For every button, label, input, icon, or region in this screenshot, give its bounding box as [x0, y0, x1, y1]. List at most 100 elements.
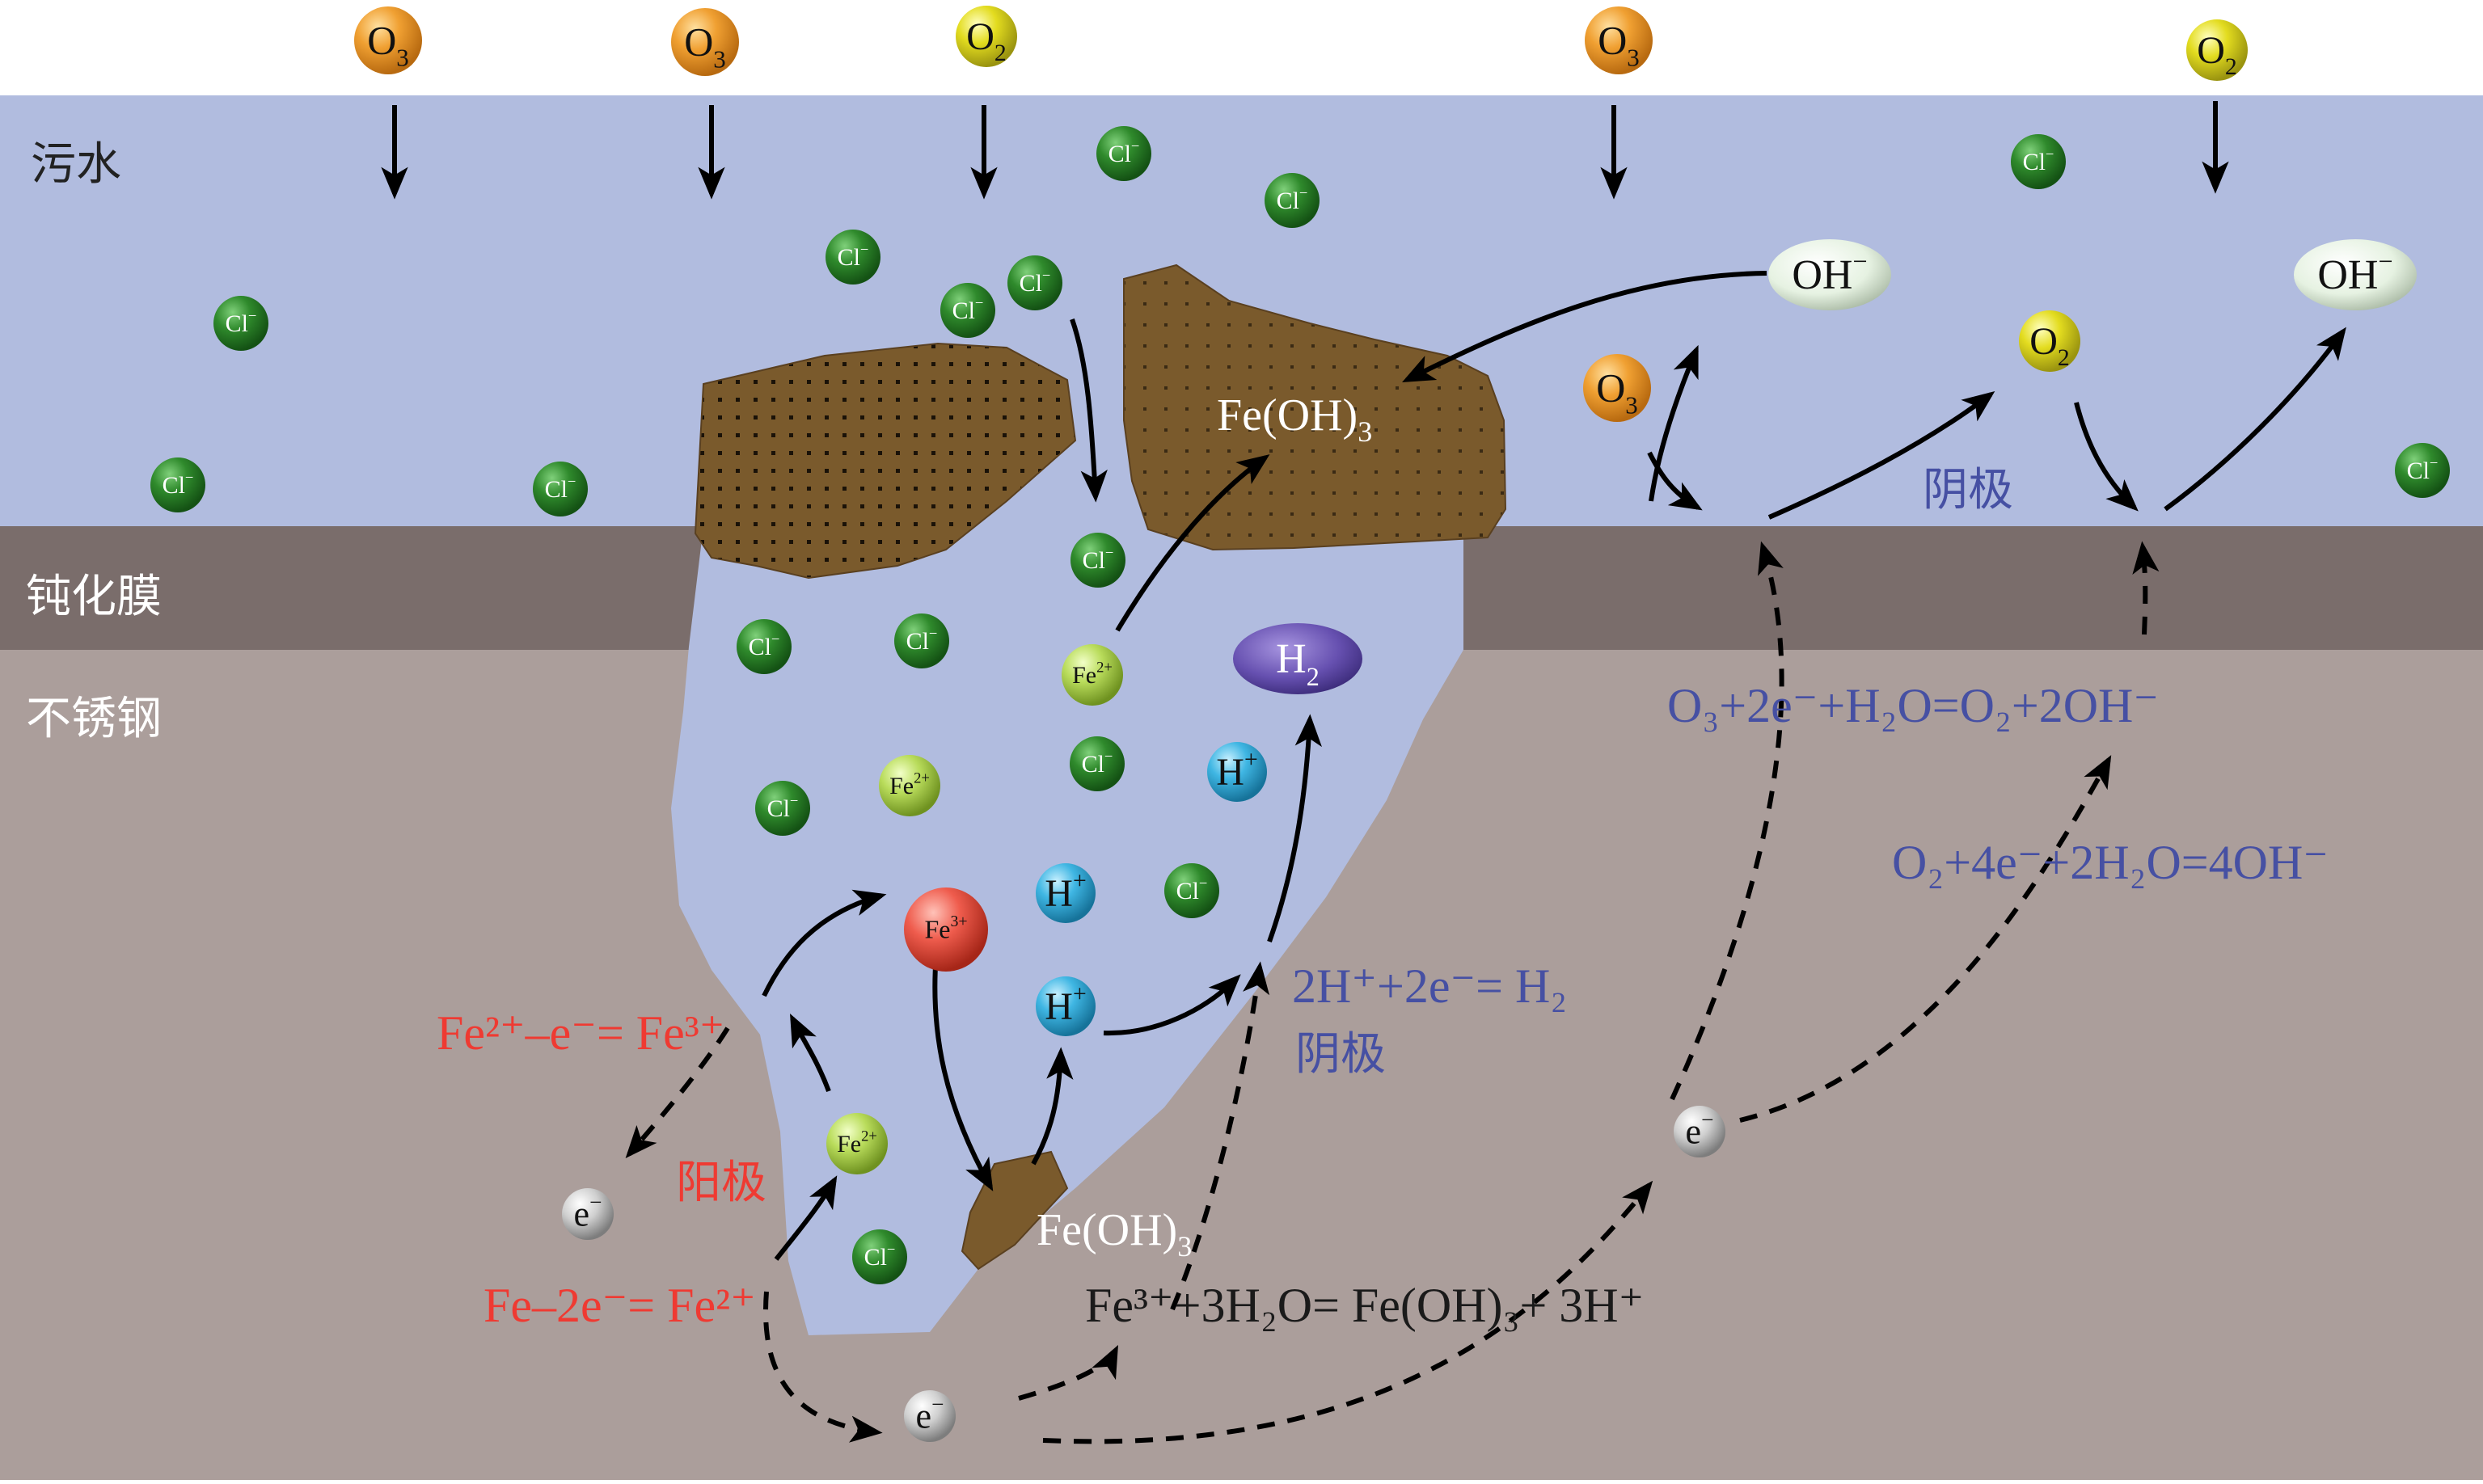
oxygen-molecule: O2 [2186, 19, 2248, 81]
feoh3-deposit-right [1123, 263, 1507, 551]
chloride-ion: Cl− [1096, 126, 1151, 181]
chloride-ion: Cl− [940, 283, 995, 338]
chloride-ion: Cl− [826, 230, 880, 285]
oxygen-molecule-label: O2 [2197, 29, 2237, 80]
reaction-arrow [1649, 344, 1699, 502]
hydrogen-ion-label: H+ [1216, 746, 1257, 794]
reaction-arrow [1115, 454, 1270, 632]
ozone-molecule: O3 [1585, 6, 1653, 74]
ozone-molecule-label: O3 [367, 18, 409, 72]
fe2-ion-label: Fe2+ [1072, 659, 1113, 689]
reaction-arrow [762, 889, 887, 997]
fe2-ion-label: Fe2+ [837, 1128, 877, 1157]
chloride-ion-label: Cl− [545, 473, 576, 503]
reaction-arrow [790, 1014, 831, 1093]
electron-label: e− [1686, 1108, 1714, 1152]
chloride-ion-label: Cl− [1176, 875, 1208, 904]
chloride-ion-label: Cl− [1020, 267, 1051, 297]
electron-flow-arrow [1042, 1180, 1653, 1444]
chloride-ion-label: Cl− [1082, 748, 1113, 778]
chloride-ion-label: Cl− [1277, 184, 1308, 214]
oxygen-molecule-label: O2 [966, 15, 1007, 66]
chloride-ion-label: Cl− [1108, 137, 1140, 167]
electron: e− [1674, 1106, 1725, 1157]
hydrogen-molecule: H2 [1233, 623, 1362, 694]
oxygen-molecule: O2 [2019, 310, 2080, 372]
reaction-arrow [774, 1175, 838, 1261]
reaction-arrow [1070, 318, 1108, 503]
film-label: 钝化膜 [26, 571, 162, 623]
fe2-ion-label: Fe2+ [889, 769, 930, 799]
equation-fe-oxidation: Fe–2e⁻= Fe²⁺ [484, 1279, 756, 1332]
chloride-ion: Cl− [1070, 533, 1125, 588]
chloride-ion: Cl− [150, 457, 205, 512]
chloride-ion-label: Cl− [163, 469, 194, 499]
chloride-ion-label: Cl− [864, 1241, 896, 1271]
chloride-ion: Cl− [1164, 863, 1219, 918]
electron-flow-arrow [1170, 961, 1270, 1311]
chloride-ion: Cl− [533, 462, 588, 516]
equation-oxygen-reduction: O₂+4e⁻+2H₂O=4OH⁻ [1892, 836, 2329, 889]
chloride-ion-label: Cl− [952, 294, 984, 324]
reaction-arrow [2074, 402, 2139, 512]
chloride-ion-label: Cl− [906, 625, 938, 655]
steel-label: 不锈钢 [26, 693, 162, 745]
electron-label: e− [574, 1191, 602, 1234]
oxygen-molecule: O2 [956, 6, 1017, 67]
equation-fe3-hydrolysis: Fe³⁺+3H₂O= Fe(OH)₃+ 3H⁺ [1085, 1279, 1644, 1332]
ozone-molecule-label: O3 [684, 19, 726, 74]
ozone-molecule: O3 [1583, 354, 1651, 422]
hydroxide-ion: OH− [1768, 239, 1891, 310]
hydrogen-molecule-label: H2 [1276, 636, 1320, 691]
chloride-ion-label: Cl− [2023, 145, 2054, 175]
fe3-ion: Fe3+ [904, 887, 988, 972]
chloride-ion-label: Cl− [749, 630, 780, 660]
hydrogen-ion-label: H+ [1045, 980, 1086, 1028]
oxygen-molecule-label: O2 [2029, 320, 2070, 371]
reaction-arrow [1402, 271, 1767, 382]
fe2-ion: Fe2+ [879, 755, 940, 816]
electron-flow-arrow [2132, 541, 2160, 635]
cathode-label-pit: 阴极 [1295, 1030, 1386, 1080]
hydroxide-ion-label: OH− [1792, 247, 1867, 298]
reaction-arrow [932, 953, 994, 1191]
chloride-ion: Cl− [1265, 173, 1320, 228]
electron-flow-arrow [1670, 541, 1784, 1101]
hydroxide-ion-label: OH− [2317, 247, 2392, 298]
feoh3-deposit-left [694, 342, 1077, 580]
ozone-molecule-label: O3 [1596, 365, 1638, 419]
chloride-ion: Cl− [1070, 736, 1125, 791]
hydrogen-ion-label: H+ [1045, 867, 1086, 915]
electron-flow-arrow [625, 1027, 730, 1159]
chloride-ion: Cl− [737, 619, 792, 674]
ozone-molecule: O3 [354, 6, 422, 74]
cathode-label-top: 阴极 [1923, 466, 2013, 516]
anode-label: 阳极 [676, 1158, 766, 1208]
equation-ozone-reduction: O₃+2e⁻+H₂O=O₂+2OH⁻ [1667, 679, 2159, 732]
water-label: 污水 [31, 138, 121, 191]
reaction-arrow [1647, 451, 1703, 511]
hydrogen-ion: H+ [1036, 976, 1096, 1036]
ozone-molecule: O3 [671, 8, 739, 76]
reaction-arrow [1103, 974, 1241, 1036]
chloride-ion-label: Cl− [1083, 544, 1114, 574]
chloride-ion-label: Cl− [838, 241, 869, 271]
chloride-ion: Cl− [213, 296, 268, 351]
feoh3-label-main: Fe(OH)3 [1217, 390, 1372, 448]
chloride-ion-label: Cl− [2407, 454, 2439, 484]
chloride-ion: Cl− [1007, 255, 1062, 310]
hydrogen-ion: H+ [1207, 742, 1267, 802]
chloride-ion-label: Cl− [226, 307, 257, 337]
chloride-ion: Cl− [894, 613, 949, 668]
electron: e− [904, 1390, 956, 1442]
electron-flow-arrow [1739, 755, 2112, 1123]
electron-label: e− [916, 1393, 944, 1436]
chloride-ion: Cl− [2395, 443, 2450, 498]
reaction-arrow [1267, 714, 1322, 942]
chloride-ion-label: Cl− [767, 792, 799, 822]
electron-flow-arrow [763, 1291, 883, 1443]
ozone-molecule-label: O3 [1598, 18, 1640, 72]
